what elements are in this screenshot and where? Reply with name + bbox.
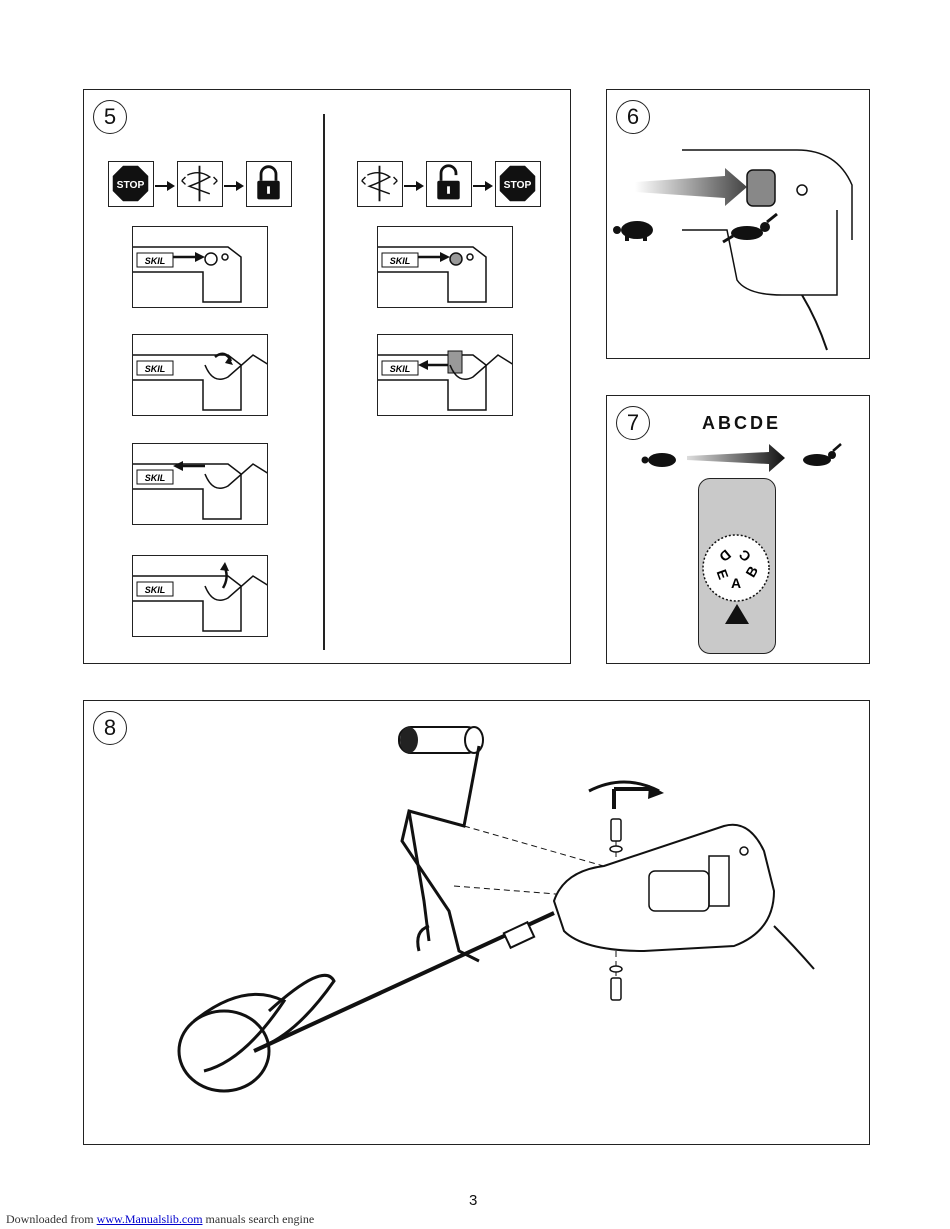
lock-icon — [246, 161, 292, 207]
page-number: 3 — [469, 1192, 478, 1209]
turtle-icon — [641, 453, 676, 467]
speed-trigger-illustration — [613, 149, 853, 351]
panel-5: 5 STOP — [83, 89, 571, 664]
mixer-paddle-icon — [177, 161, 223, 207]
dial-pointer-icon — [725, 604, 749, 624]
brand-label: SKIL — [390, 364, 411, 374]
mixer-assembly-illustration — [177, 726, 815, 1093]
brand-label: SKIL — [145, 364, 166, 374]
panel-6: 6 — [606, 89, 870, 359]
brand-label: SKIL — [145, 256, 166, 266]
step-number-7: 7 — [616, 406, 650, 440]
drill-handle-illustration: SKIL — [132, 443, 268, 525]
unlock-icon — [426, 161, 472, 207]
drill-handle-illustration: SKIL — [377, 334, 513, 416]
brand-label: SKIL — [145, 585, 166, 595]
arrow-right-icon — [404, 181, 424, 191]
panel-7: 7 ABCDE A B C D E — [606, 395, 870, 664]
panel-8: 8 — [83, 700, 870, 1145]
footer-prefix: Downloaded from — [6, 1212, 97, 1226]
stop-icon: STOP — [495, 161, 541, 207]
stop-icon-text: STOP — [117, 180, 145, 191]
drill-handle-illustration: SKIL — [377, 226, 513, 308]
turtle-icon — [613, 221, 653, 241]
rabbit-icon — [722, 212, 778, 244]
arrow-right-icon — [155, 181, 175, 191]
step-number-8: 8 — [93, 711, 127, 745]
footer-suffix: manuals search engine — [202, 1212, 315, 1226]
drill-handle-illustration: SKIL — [132, 555, 268, 637]
drill-handle-illustration: SKIL — [132, 334, 268, 416]
brand-label: SKIL — [390, 256, 411, 266]
stop-icon-text: STOP — [504, 180, 532, 191]
step-number-5: 5 — [93, 100, 127, 134]
panel-5-divider — [323, 114, 325, 650]
manualslib-link[interactable]: www.Manualslib.com — [96, 1212, 203, 1226]
arrow-right-icon — [224, 181, 244, 191]
drill-body — [552, 823, 815, 970]
stop-icon: STOP — [108, 161, 154, 207]
dial-letter: A — [731, 575, 741, 591]
speed-scale-arrow — [641, 443, 842, 472]
download-footer: Downloaded from www.Manualslib.com manua… — [6, 1212, 314, 1227]
arrow-right-icon — [473, 181, 493, 191]
step-number-6: 6 — [616, 100, 650, 134]
auxiliary-handle — [398, 726, 484, 963]
mixer-paddle-icon — [357, 161, 403, 207]
mixing-paddle — [177, 911, 555, 1093]
brand-label: SKIL — [145, 473, 166, 483]
speed-letters-label: ABCDE — [702, 413, 782, 433]
hex-key — [588, 780, 664, 809]
rabbit-icon — [803, 443, 842, 466]
drill-handle-illustration: SKIL — [132, 226, 268, 308]
speed-dial[interactable]: A B C D E — [696, 528, 776, 608]
